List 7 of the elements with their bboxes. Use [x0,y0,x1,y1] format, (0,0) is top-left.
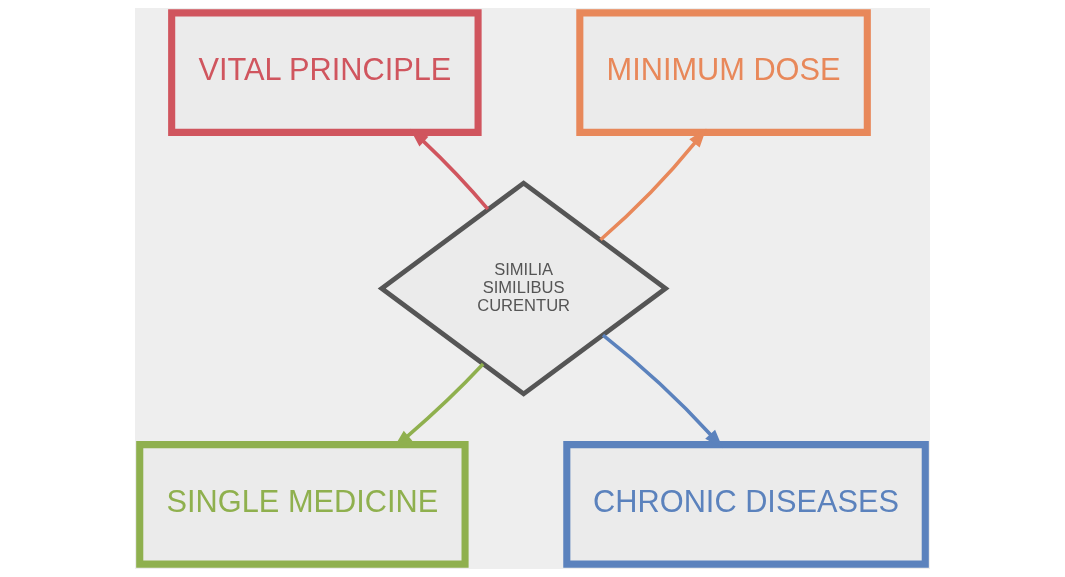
node-box: MINIMUM DOSE [576,9,871,136]
node-box: VITAL PRINCIPLE [168,9,482,136]
node-box: CHRONIC DISEASES [563,441,929,568]
node-diamond: SIMILIA SIMILIBUS CURENTUR [377,180,670,397]
node-box: SINGLE MEDICINE [136,441,469,568]
arrow [409,128,490,211]
arrow [599,128,707,242]
